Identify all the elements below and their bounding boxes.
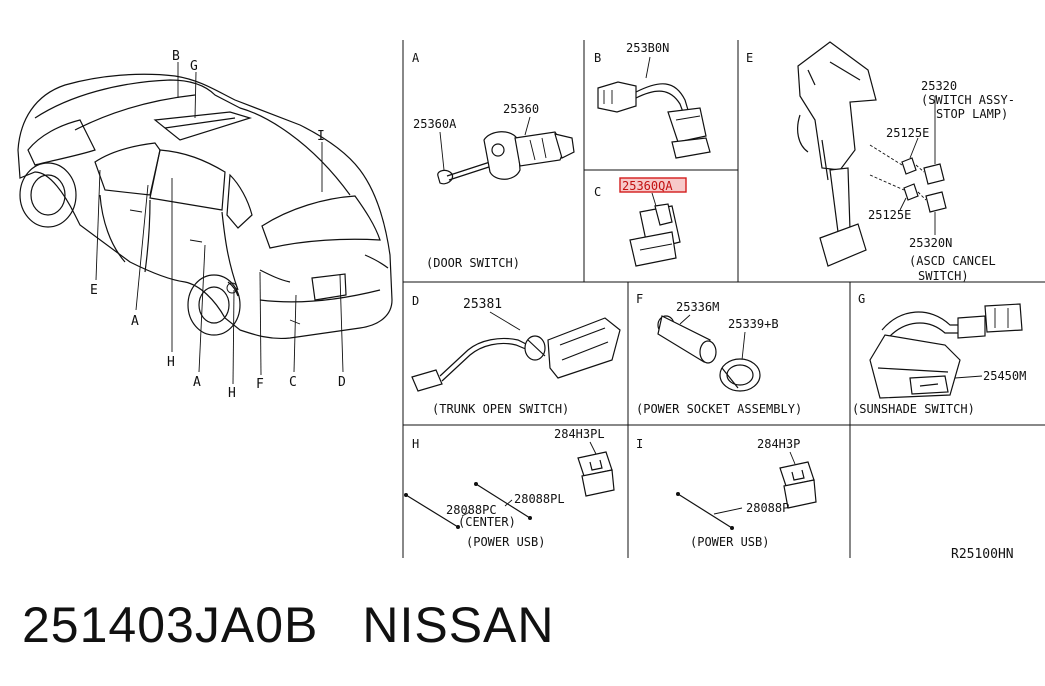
callout-A: A (131, 314, 139, 329)
panel-c-switch: C 25360QA (594, 177, 687, 267)
panel-letter-e: E (746, 51, 753, 65)
caption-power-socket-assembly: (POWER SOCKET ASSEMBLY) (636, 402, 802, 416)
part-label-25360A: 25360A (413, 117, 457, 131)
part-label-28088PC: 28088PC (446, 503, 497, 517)
vehicle-illustration: B G I E A H A H F C D (17, 49, 393, 401)
callout-H-rear: H (228, 386, 236, 401)
note-stop-lamp: STOP LAMP) (936, 107, 1008, 121)
panel-i-power-usb: I 284H3P 28088P (POWER USB) (636, 437, 817, 549)
part-label-25336M: 25336M (676, 300, 719, 314)
caption-power-usb-h: (POWER USB) (466, 535, 545, 549)
panel-letter-h: H (412, 437, 419, 451)
part-label-25125E-upper: 25125E (886, 126, 929, 140)
part-label-25360: 25360 (503, 102, 539, 116)
part-label-284H3PL: 284H3PL (554, 427, 605, 441)
highlight-box (619, 177, 687, 193)
caption-door-switch: (DOOR SWITCH) (426, 256, 520, 270)
callout-G: G (190, 59, 198, 74)
note-switch: SWITCH) (918, 269, 969, 283)
note-ascd-cancel: (ASCD CANCEL (909, 254, 996, 268)
part-label-25450M: 25450M (983, 369, 1026, 383)
diagram-code: R25100HN (951, 547, 1014, 562)
panel-letter-g: G (858, 292, 865, 306)
panel-e-stop-lamp: E 25320 (SWITCH ASSY- STOP LAMP) 25125E … (746, 41, 1015, 283)
note-switch-assy: (SWITCH ASSY- (921, 93, 1015, 107)
panel-letter-i: I (636, 437, 643, 451)
panel-a-door-switch: A 25360A 25360 (DOOR SWITCH) (412, 51, 575, 270)
caption-power-usb-i: (POWER USB) (690, 535, 769, 549)
callout-A-rear: A (193, 375, 201, 390)
callout-I: I (317, 129, 325, 144)
part-label-25125E-lower: 25125E (868, 208, 911, 222)
panel-b-switch: B 253B0N (594, 41, 711, 159)
part-label-253B0N: 253B0N (626, 41, 669, 55)
panel-g-sunshade-switch: G 25450M (SUNSHADE SWITCH) (852, 292, 1026, 416)
panel-letter-b: B (594, 51, 601, 65)
panel-letter-d: D (412, 294, 419, 308)
part-label-25381: 25381 (463, 297, 502, 312)
part-label-28088PL: 28088PL (514, 492, 565, 506)
panel-d-trunk-switch: D 25381 (TRUNK OPEN SWITCH) (411, 294, 621, 416)
callout-E: E (90, 283, 98, 298)
callout-B: B (172, 49, 180, 64)
callout-F: F (256, 377, 264, 392)
panel-letter-a: A (412, 51, 420, 65)
panel-letter-f: F (636, 292, 643, 306)
part-label-25320N: 25320N (909, 236, 952, 250)
part-label-25339B: 25339+B (728, 317, 779, 331)
callout-D: D (338, 375, 346, 390)
caption-trunk-open-switch: (TRUNK OPEN SWITCH) (432, 402, 569, 416)
footer-brand: NISSAN (362, 597, 555, 653)
part-label-25360QA-highlighted: 25360QA (622, 179, 673, 193)
callout-C: C (289, 375, 297, 390)
panel-h-power-usb: H 284H3PL 28088PL 28088PC (CENTER) (POWE… (404, 427, 615, 549)
footer-part-number: 251403JA0B (22, 597, 319, 653)
footer-caption: 251403JA0B NISSAN (22, 596, 555, 654)
note-center: (CENTER) (458, 515, 516, 529)
part-label-28088P: 28088P (746, 501, 789, 515)
panel-grid (402, 40, 1045, 558)
callout-H: H (167, 355, 175, 370)
panel-f-power-socket: F 25336M 25339+B (POWER SOCKET ASSEMBLY) (636, 292, 802, 416)
part-label-284H3P: 284H3P (757, 437, 800, 451)
panel-letter-c: C (594, 185, 601, 199)
caption-sunshade-switch: (SUNSHADE SWITCH) (852, 402, 975, 416)
part-label-25320: 25320 (921, 79, 957, 93)
